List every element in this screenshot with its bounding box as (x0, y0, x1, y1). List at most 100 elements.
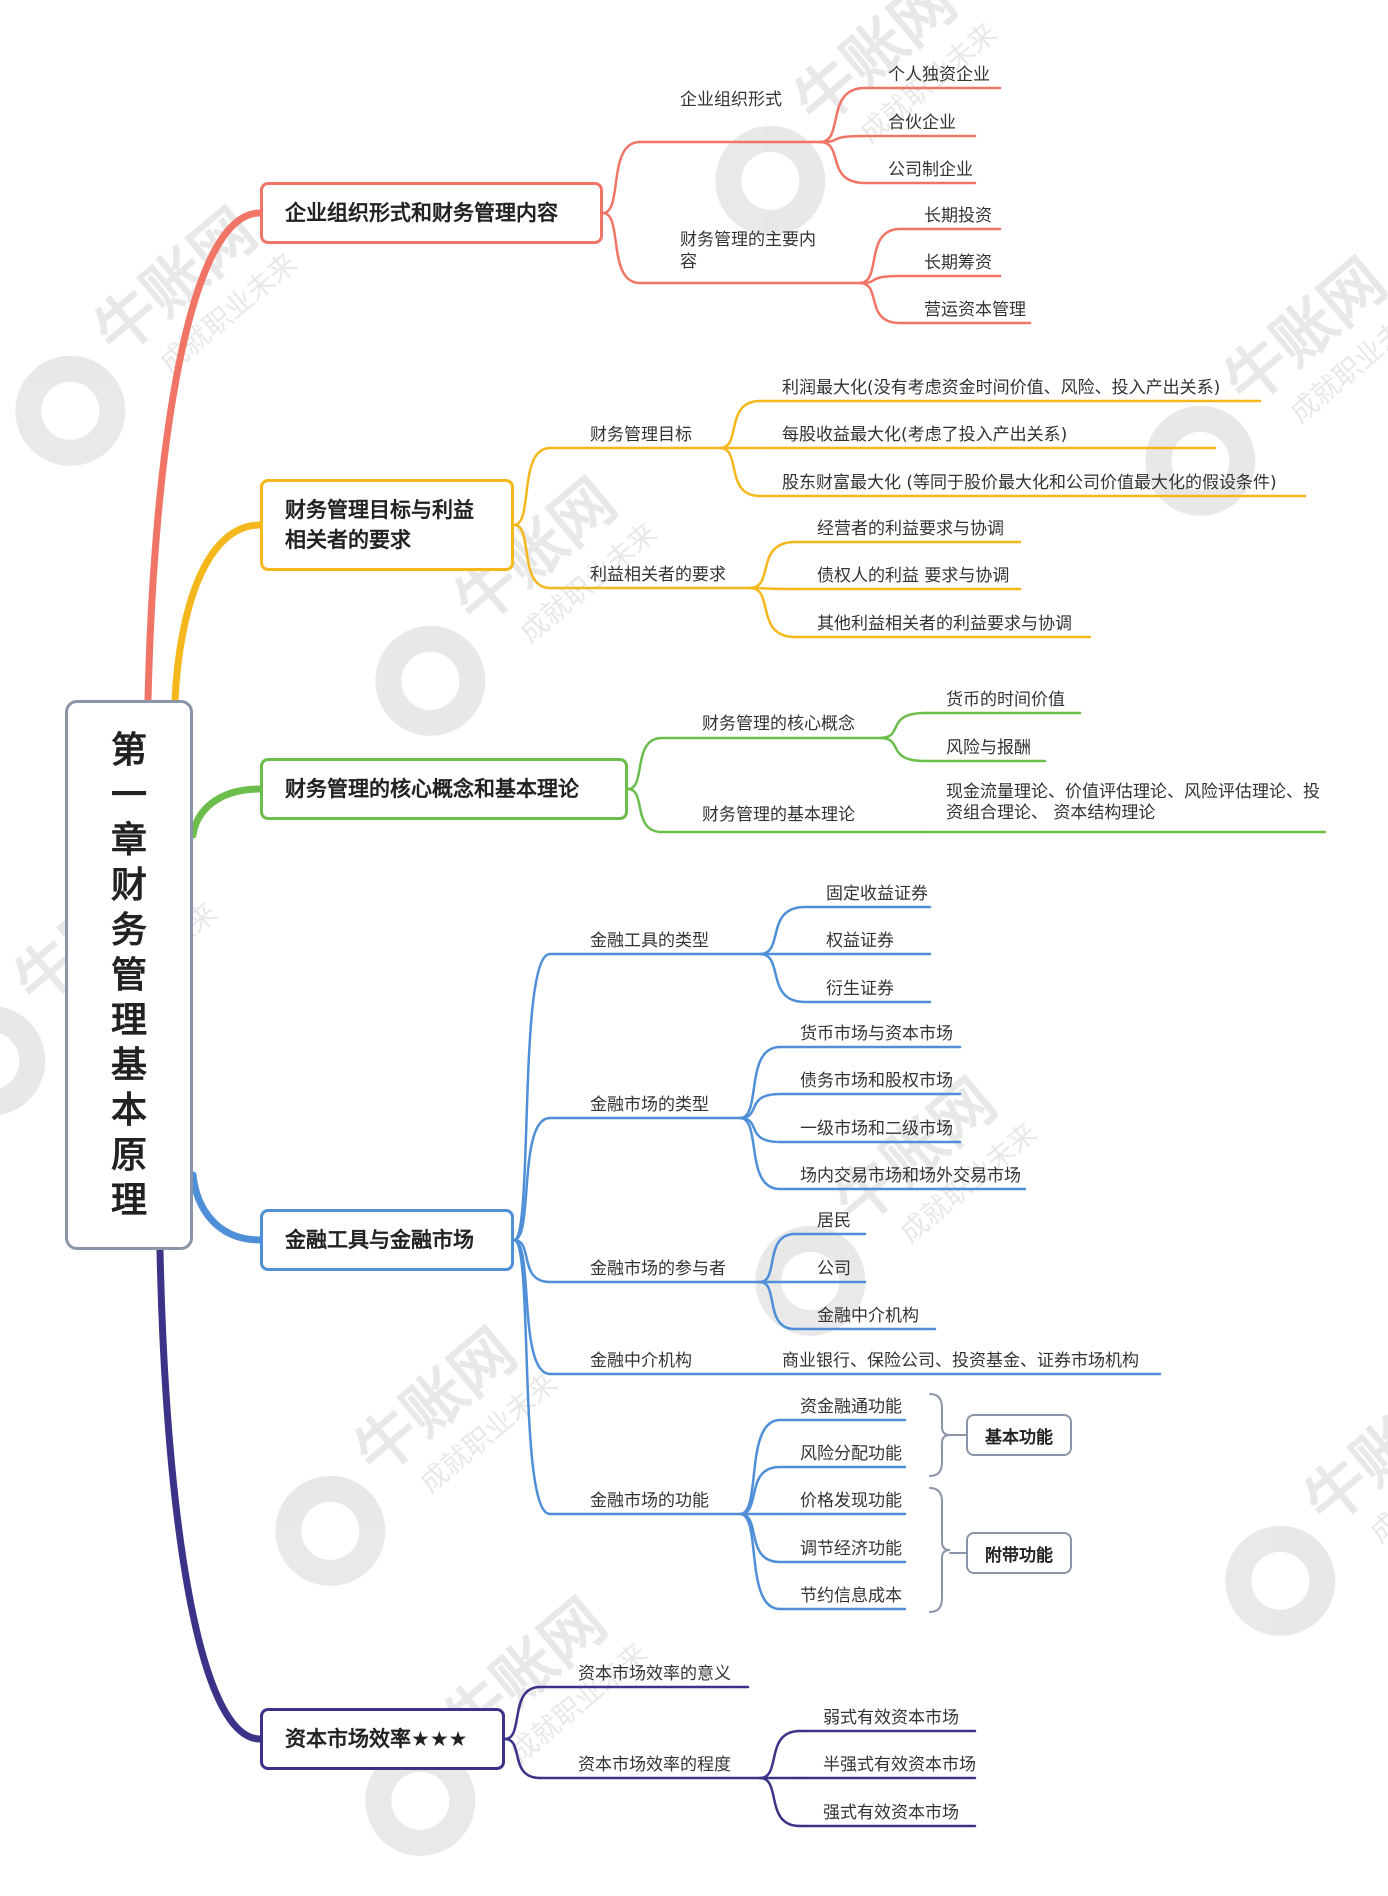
root-char: 原 (110, 1134, 147, 1176)
leaf-branch (878, 711, 927, 740)
leaf-branch (758, 952, 807, 1004)
topic-financial-markets[interactable]: 金融工具与金融市场 (260, 1209, 514, 1271)
leaf-branch (758, 1729, 802, 1780)
subtopic-stakeholders[interactable]: 利益相关者的要求 (590, 565, 726, 585)
leaf-node[interactable]: 债务市场和股权市场 (800, 1071, 953, 1091)
subtopic-efficiency-meaning[interactable]: 资本市场效率的意义 (578, 1664, 731, 1684)
topic-org-forms[interactable]: 企业组织形式和财务管理内容 (260, 182, 603, 244)
leaf-node[interactable]: 节约信息成本 (800, 1586, 902, 1606)
leaf-node[interactable]: 衍生证券 (826, 979, 894, 999)
leaf-branch (758, 905, 807, 956)
subtopic-core-concepts[interactable]: 财务管理的核心概念 (702, 714, 855, 734)
leaf-branch (858, 227, 902, 285)
leaf-node[interactable]: 营运资本管理 (924, 300, 1026, 320)
topic-branch (512, 1238, 552, 1376)
leaf-branch (858, 281, 902, 325)
root-char: 基 (110, 1044, 147, 1086)
basic-function-bracket (929, 1393, 951, 1477)
subtopic-instrument-types[interactable]: 金融工具的类型 (590, 931, 709, 951)
topic-branch (503, 1737, 542, 1780)
subtopic-fm-goal[interactable]: 财务管理目标 (590, 425, 692, 445)
root-branch (156, 1246, 264, 1743)
leaf-node[interactable]: 一级市场和二级市场 (800, 1119, 953, 1139)
leaf-node[interactable]: 权益证券 (826, 931, 894, 951)
leaf-branch (748, 540, 797, 590)
leaf-branch (738, 1512, 782, 1611)
subtopic-participants[interactable]: 金融市场的参与者 (590, 1259, 726, 1279)
leaf-node[interactable]: 固定收益证券 (826, 884, 928, 904)
root-char: 第 (110, 729, 147, 771)
ancillary-function-tag[interactable]: 附带功能 (966, 1532, 1072, 1574)
leaf-node[interactable]: 半强式有效资本市场 (823, 1755, 976, 1775)
leaf-node[interactable]: 公司 (817, 1259, 851, 1279)
root-char: 一 (110, 774, 147, 816)
leaf-node[interactable]: 股东财富最大化 (等同于股价最大化和公司价值最大化的假设条件) (782, 473, 1277, 493)
leaf-branch (718, 446, 762, 498)
leaf-branch (758, 1232, 797, 1284)
leaf-node[interactable]: 长期投资 (924, 206, 992, 226)
root-branch (171, 521, 264, 704)
topic-branch (512, 952, 552, 1242)
topic-branch (512, 446, 552, 527)
leaf-node[interactable]: 居民 (817, 1211, 851, 1231)
topic-branch (512, 1238, 552, 1516)
leaf-branch (738, 1418, 782, 1516)
root-branch (144, 209, 264, 704)
leaf-branch (818, 86, 867, 144)
topic-fm-objectives[interactable]: 财务管理目标与利益相关者的要求 (260, 479, 514, 571)
leaf-branch (738, 1116, 782, 1191)
leaf-node[interactable]: 金融中介机构 (817, 1306, 919, 1326)
leaf-node[interactable]: 调节经济功能 (800, 1539, 902, 1559)
leaf-branch (748, 586, 797, 639)
subtopic-efficiency-degree[interactable]: 资本市场效率的程度 (578, 1755, 731, 1775)
root-branch (189, 785, 264, 839)
subtopic-market-types[interactable]: 金融市场的类型 (590, 1095, 709, 1115)
leaf-branch (738, 1512, 782, 1564)
root-char: 本 (110, 1089, 147, 1131)
subtopic-basic-theories[interactable]: 财务管理的基本理论 (702, 805, 855, 825)
basic-function-tag[interactable]: 基本功能 (966, 1414, 1072, 1456)
leaf-branch (718, 399, 762, 450)
root-char: 理 (110, 999, 147, 1041)
leaf-node[interactable]: 现金流量理论、价值评估理论、风险评估理论、投资组合理论、 资本结构理论 (946, 782, 1320, 823)
root-char: 务 (110, 909, 147, 951)
leaf-branch (758, 1280, 797, 1331)
leaf-node[interactable]: 利润最大化(没有考虑资金时间价值、风险、投入产出关系) (782, 378, 1221, 398)
leaf-node[interactable]: 弱式有效资本市场 (823, 1708, 959, 1728)
ancillary-function-bracket (929, 1487, 951, 1613)
leaf-node[interactable]: 强式有效资本市场 (823, 1803, 959, 1823)
leaf-node[interactable]: 资金融通功能 (800, 1397, 902, 1417)
topic-branch (626, 787, 664, 834)
subtopic-intermediaries[interactable]: 金融中介机构 (590, 1351, 692, 1371)
leaf-node[interactable]: 债权人的利益 要求与协调 (817, 566, 1010, 586)
leaf-node[interactable]: 长期筹资 (924, 253, 992, 273)
topic-market-efficiency[interactable]: 资本市场效率★★★ (260, 1708, 505, 1770)
topic-core-concepts[interactable]: 财务管理的核心概念和基本理论 (260, 758, 628, 820)
root-branch (189, 1171, 264, 1244)
leaf-node[interactable]: 货币的时间价值 (946, 690, 1065, 710)
leaf-node[interactable]: 货币市场与资本市场 (800, 1024, 953, 1044)
root-char: 财 (110, 864, 147, 906)
leaf-node[interactable]: 个人独资企业 (888, 65, 990, 85)
leaf-node[interactable]: 其他利益相关者的利益要求与协调 (817, 614, 1072, 634)
topic-branch (512, 523, 552, 590)
leaf-node[interactable]: 场内交易市场和场外交易市场 (800, 1166, 1021, 1186)
leaf-node[interactable]: 风险与报酬 (946, 738, 1031, 758)
leaf-branch (738, 1045, 782, 1120)
root-char: 理 (110, 1179, 147, 1221)
root-topic[interactable]: 第 一 章 财 务 管 理 基 本 原 理 (65, 700, 193, 1250)
leaf-node[interactable]: 价格发现功能 (800, 1491, 902, 1511)
subtopic-market-functions[interactable]: 金融市场的功能 (590, 1491, 709, 1511)
leaf-node[interactable]: 风险分配功能 (800, 1444, 902, 1464)
leaf-node[interactable]: 公司制企业 (888, 160, 973, 180)
leaf-node[interactable]: 经营者的利益要求与协调 (817, 519, 1004, 539)
subtopic-org-forms[interactable]: 企业组织形式 (680, 90, 782, 110)
leaf-node[interactable]: 商业银行、保险公司、投资基金、证券市场机构 (782, 1351, 1139, 1371)
subtopic-fm-content[interactable]: 财务管理的主要内容 (680, 230, 816, 272)
leaf-node[interactable]: 合伙企业 (888, 113, 956, 133)
topic-branch (512, 1238, 552, 1284)
leaf-node[interactable]: 每股收益最大化(考虑了投入产出关系) (782, 425, 1068, 445)
root-char: 管 (110, 954, 147, 996)
